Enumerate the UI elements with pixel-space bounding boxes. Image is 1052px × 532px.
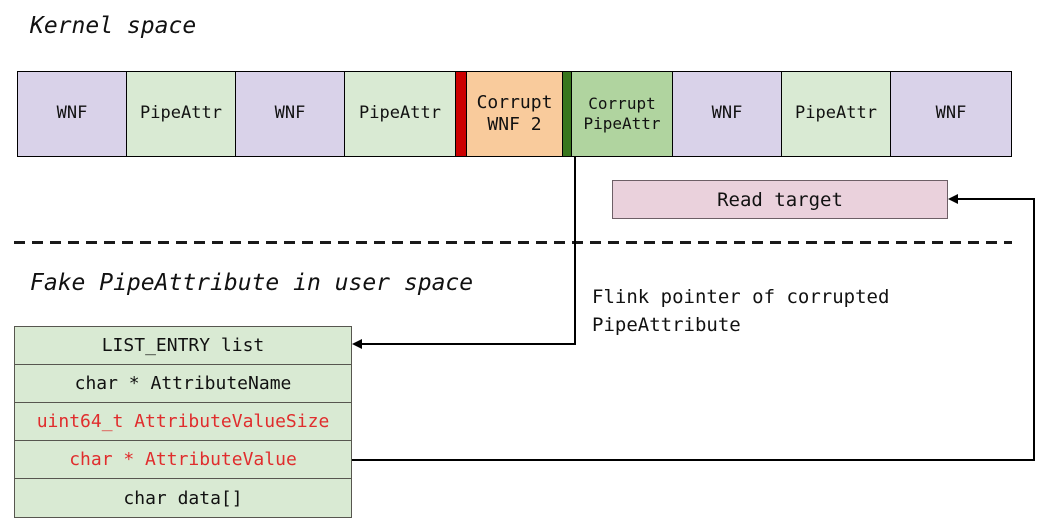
user-space-title: Fake PipeAttribute in user space [30,270,474,296]
attribute-value-connector-bottom-line [352,459,1035,461]
memory-block-wnf: WNF [673,72,782,156]
memory-block-corrupt-pipeattr: Corrupt PipeAttr [572,72,673,156]
memory-block-pipeattr: PipeAttr [345,72,456,156]
attribute-value-connector-vertical-line [1033,199,1035,461]
read-target-box: Read target [612,180,948,219]
flink-pointer-annotation: Flink pointer of corrupted PipeAttribute [592,286,890,336]
struct-row-attribute-value: char * AttributeValue [15,441,351,479]
memory-block-corrupt-wnf: Corrupt WNF 2 [467,72,563,156]
struct-row-attribute-value-size: uint64_t AttributeValueSize [15,403,351,441]
green-corruption-marker [563,72,572,156]
red-corruption-marker [456,72,467,156]
struct-row-data: char data[] [15,479,351,517]
flink-connector-horizontal-line [359,343,576,345]
flink-connector-vertical-line [574,157,576,345]
kernel-space-title: Kernel space [30,13,197,39]
attribute-value-connector-top-line [956,198,1035,200]
memory-block-pipeattr: PipeAttr [127,72,236,156]
read-target-arrowhead-icon [948,194,958,204]
kernel-memory-bar: WNF PipeAttr WNF PipeAttr Corrupt WNF 2 … [17,71,1012,157]
struct-row-attribute-name: char * AttributeName [15,365,351,403]
memory-block-pipeattr: PipeAttr [782,72,891,156]
memory-block-wnf: WNF [18,72,127,156]
flink-connector-arrowhead-icon [352,339,362,349]
fake-pipeattribute-table: LIST_ENTRY list char * AttributeName uin… [14,326,352,518]
struct-row-list-entry: LIST_ENTRY list [15,327,351,365]
kernel-user-space-divider [14,241,1012,244]
memory-block-wnf: WNF [891,72,1011,156]
read-target-label: Read target [717,188,843,211]
memory-block-wnf: WNF [236,72,345,156]
